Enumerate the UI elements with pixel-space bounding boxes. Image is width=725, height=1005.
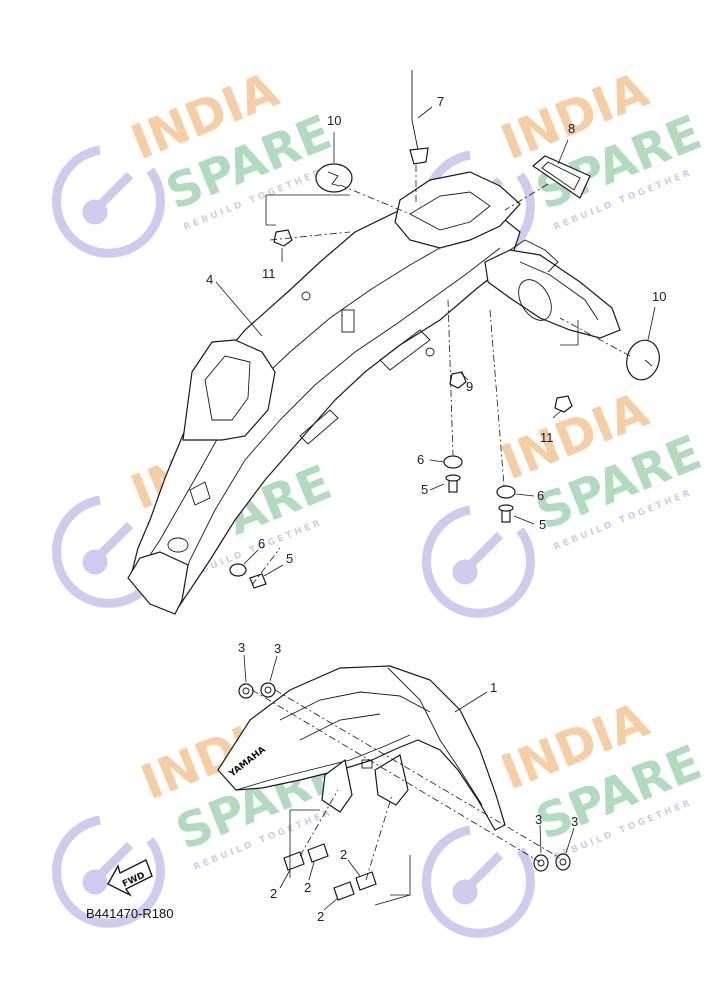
diagram-reference-code: B441470-R180 (86, 906, 173, 921)
collar-part-3-top-right[interactable] (260, 682, 276, 698)
nut-part-11-left[interactable] (273, 229, 293, 247)
callout-7: 7 (437, 94, 444, 109)
collar-part-3-top-left[interactable] (238, 683, 254, 699)
bolt-part-5-upper[interactable] (445, 474, 461, 493)
collar-part-3-bottom-left[interactable] (533, 854, 549, 872)
callout-10-right: 10 (652, 289, 666, 304)
callout-5-right: 5 (539, 517, 546, 532)
callout-labels: 7 8 10 10 11 11 4 9 6 5 6 5 6 5 1 3 3 3 … (206, 94, 666, 924)
callout-2-b: 2 (304, 880, 311, 895)
watermark-middle-right: INDIA SPARE REBUILD TOGETHER (421, 382, 709, 618)
callout-2-c: 2 (340, 847, 347, 862)
reflector-plate-part-8[interactable] (532, 155, 591, 199)
callout-6-right: 6 (537, 488, 544, 503)
bolt-part-2-a[interactable] (283, 851, 305, 871)
wrench-icon (421, 505, 535, 618)
callout-11-left: 11 (262, 266, 276, 281)
wrench-icon (421, 825, 535, 938)
nut-part-9[interactable] (449, 371, 467, 389)
wrench-icon (51, 145, 165, 258)
callout-10-left: 10 (327, 113, 341, 128)
bolt-part-2-b[interactable] (307, 843, 329, 863)
callout-1: 1 (490, 680, 497, 695)
callout-3-bottom-left: 3 (535, 812, 542, 827)
callout-3-bottom-right: 3 (571, 814, 578, 829)
callout-2-d: 2 (317, 909, 324, 924)
wire-clip-part-7[interactable] (409, 70, 429, 165)
leader-lines (215, 106, 656, 911)
bolt-part-2-c[interactable] (355, 871, 377, 891)
callout-3-top-right: 3 (274, 641, 281, 656)
grommet-part-6-left[interactable] (229, 563, 247, 577)
bolt-part-5-right[interactable] (498, 504, 514, 523)
bolt-part-2-d[interactable] (333, 881, 355, 901)
callout-5-left: 5 (286, 551, 293, 566)
grommet-part-6-right[interactable] (496, 485, 516, 499)
callout-9: 9 (466, 379, 473, 394)
rear-fender-part-4[interactable] (127, 171, 621, 615)
callout-11-right: 11 (540, 430, 554, 445)
wrench-icon (51, 815, 165, 928)
front-fender-part-1[interactable]: YAMAHA (217, 665, 506, 831)
callout-8: 8 (568, 121, 575, 136)
collar-part-3-bottom-right[interactable] (555, 853, 571, 871)
watermark-top-left: INDIA SPARE REBUILD TOGETHER (51, 62, 339, 258)
callout-2-a: 2 (270, 886, 277, 901)
callout-4: 4 (206, 272, 213, 287)
reflector-round-part-10-right[interactable] (622, 337, 663, 384)
callout-5-upper: 5 (421, 482, 428, 497)
callout-3-top-left: 3 (238, 640, 245, 655)
reflector-round-part-10-left[interactable] (315, 163, 353, 193)
grommet-part-6-upper[interactable] (443, 455, 463, 469)
callout-6-left: 6 (258, 536, 265, 551)
bolt-part-5-left[interactable] (249, 573, 267, 589)
nut-part-11-right[interactable] (554, 395, 573, 413)
callout-6-upper: 6 (417, 452, 424, 467)
assembly-lines (251, 165, 631, 906)
